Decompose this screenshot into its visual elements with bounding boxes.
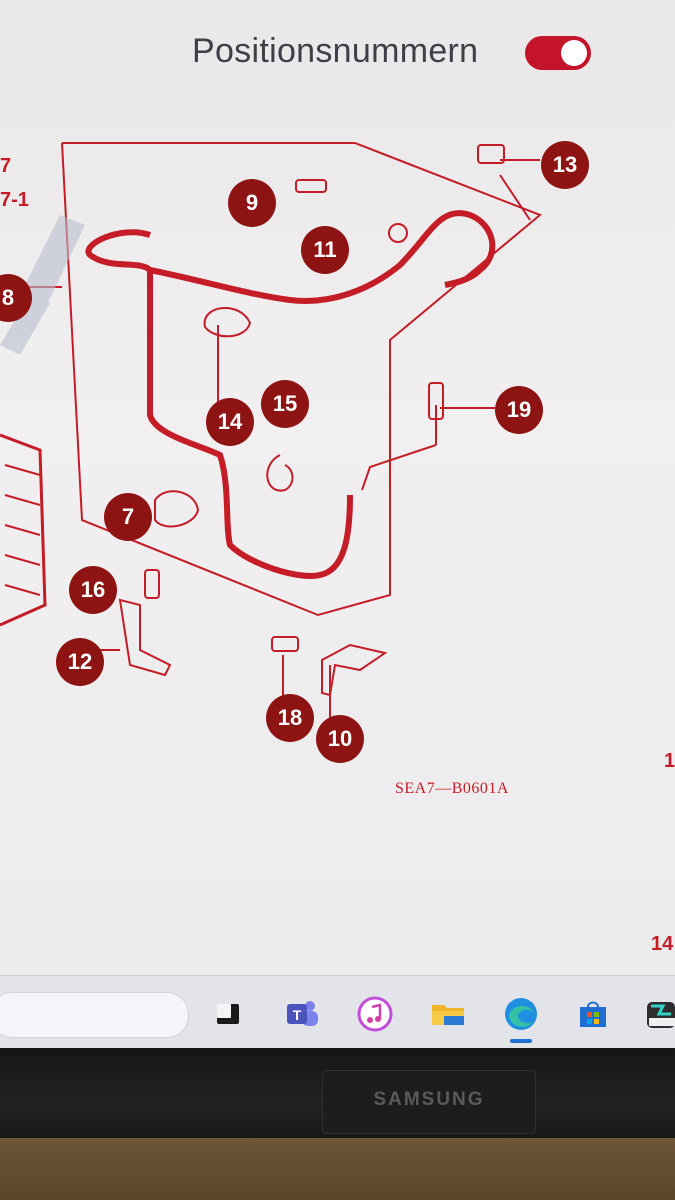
callout-badge-19[interactable]: 19 <box>495 386 543 434</box>
side-label-7-1: 7-1 <box>0 189 29 211</box>
side-label-1: 1 <box>664 750 675 772</box>
edge-glyph <box>505 998 537 1030</box>
callout-badge-14[interactable]: 14 <box>206 398 254 446</box>
callout-badge-9[interactable]: 9 <box>228 179 276 227</box>
teams-glyph: T <box>287 1001 318 1026</box>
task-view-icon[interactable] <box>208 994 248 1034</box>
app-glyph <box>647 1002 675 1028</box>
position-numbers-label: Positionsnummern <box>192 32 479 70</box>
position-numbers-toggle[interactable] <box>525 36 591 70</box>
leader-line <box>361 444 437 491</box>
callout-line <box>499 174 531 221</box>
file-explorer-icon[interactable] <box>428 994 468 1034</box>
battery-grid <box>4 494 41 506</box>
itunes-icon[interactable] <box>355 994 395 1034</box>
active-app-indicator <box>510 1039 532 1043</box>
task-view-glyph <box>217 1004 239 1024</box>
teams-letter: T <box>293 1007 302 1023</box>
monitor-bezel: SAMSUNG <box>0 1048 675 1138</box>
bolt-19 <box>428 382 444 420</box>
battery-cable <box>85 229 353 579</box>
header: Positionsnummern <box>0 0 675 105</box>
bolt-13 <box>477 144 505 164</box>
clamp-14 <box>203 307 252 338</box>
battery-grid <box>4 554 41 566</box>
itunes-glyph <box>357 996 393 1032</box>
brand-plate: SAMSUNG <box>322 1070 536 1134</box>
bolt-9 <box>295 179 327 193</box>
store-glyph <box>580 1001 606 1027</box>
battery-grid <box>4 524 41 536</box>
battery-grid <box>4 464 41 476</box>
desk-surface <box>0 1138 675 1200</box>
callout-badge-15[interactable]: 15 <box>261 380 309 428</box>
store-icon[interactable] <box>573 994 613 1034</box>
diagram-code: SEA7—B0601A <box>395 780 509 797</box>
app-icon[interactable] <box>643 994 675 1034</box>
callout-badge-12[interactable]: 12 <box>56 638 104 686</box>
edge-icon[interactable] <box>501 994 541 1034</box>
side-label-14: 14 <box>651 933 674 955</box>
terminal-cover-7 <box>154 490 200 528</box>
callout-badge-13[interactable]: 13 <box>541 141 589 189</box>
bracket-12 <box>118 598 172 677</box>
nut-11 <box>388 223 408 243</box>
battery <box>0 433 47 627</box>
side-label-7: 7 <box>0 155 12 177</box>
callout-badge-18[interactable]: 18 <box>266 694 314 742</box>
screen: Positionsnummern <box>0 0 675 1048</box>
callout-badge-11[interactable]: 11 <box>301 226 349 274</box>
battery-grid <box>4 584 41 596</box>
callout-badge-10[interactable]: 10 <box>316 715 364 763</box>
callout-badge-16[interactable]: 16 <box>69 566 117 614</box>
parts-diagram: 7 7-1 8 1 14 13 9 11 14 15 19 7 16 12 18… <box>0 105 675 975</box>
callout-badge-7[interactable]: 7 <box>104 493 152 541</box>
hook-15 <box>266 454 294 492</box>
toggle-knob <box>561 40 587 66</box>
battery-cable <box>149 210 496 304</box>
bracket-10 <box>321 643 388 697</box>
watermark-stripe <box>0 295 50 355</box>
bolt-18 <box>271 636 299 652</box>
taskbar-search-box[interactable] <box>0 992 189 1038</box>
folder-glyph <box>432 1005 464 1025</box>
teams-icon[interactable]: T <box>282 994 322 1034</box>
monitor-brand-logo: SAMSUNG <box>373 1089 485 1110</box>
taskbar: T <box>0 975 675 1048</box>
bolt-16 <box>144 569 160 599</box>
